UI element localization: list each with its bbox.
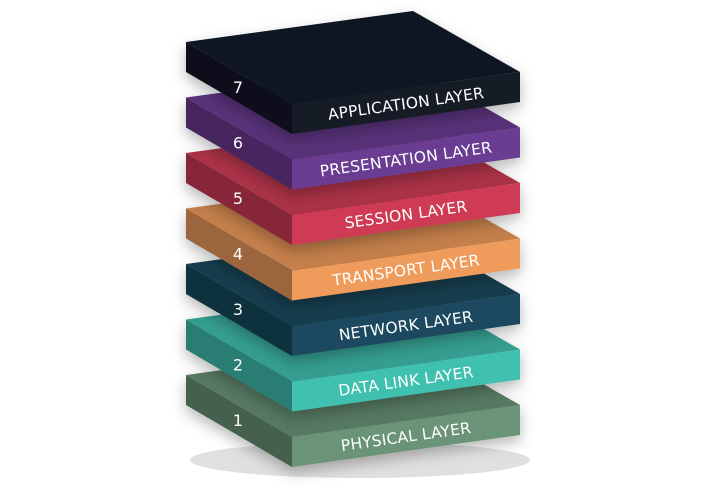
slab-front-face [292,183,520,245]
layer-number: 4 [233,245,243,264]
layer-number: 5 [233,189,243,208]
slab-left-face [186,97,292,190]
slab-left-face [186,153,292,245]
layer-number: 2 [233,356,243,375]
slab-front-face [292,294,520,356]
slab-front-face [292,405,520,467]
slab-front-face [292,238,520,301]
slab-left-face [186,375,292,467]
layer-number: 1 [233,411,243,430]
layer-number: 6 [233,134,243,153]
slab-left-face [186,208,292,301]
slab-front-face [292,72,520,134]
slab-front-face [292,349,520,412]
slab-left-face [186,319,292,412]
slab-top-face [186,11,520,104]
layer-number: 3 [233,300,243,319]
layer-number: 7 [233,78,243,97]
slab-front-face [292,127,520,190]
slab-left-face [186,264,292,356]
slab-left-face [186,42,292,134]
